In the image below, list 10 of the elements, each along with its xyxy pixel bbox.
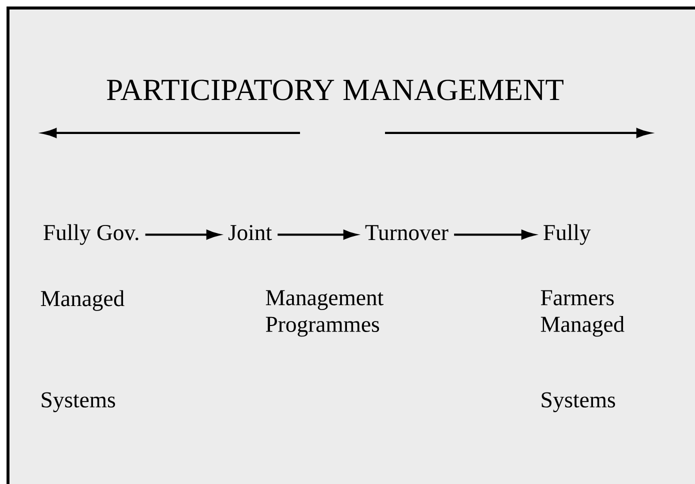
stage-label: Joint	[228, 224, 272, 240]
stage-label: Fully	[544, 224, 591, 245]
stage-description: Farmers Managed	[540, 290, 624, 337]
stage-description: Managed	[40, 290, 124, 311]
stage-description: Systems	[42, 392, 116, 412]
stage-description: Management Programmes	[266, 290, 384, 337]
stage-label: Turnover	[365, 225, 448, 240]
stage-description: Systems	[542, 392, 616, 412]
title: PARTICIPATORY MANAGEMENT	[106, 80, 564, 100]
stage-label: Fully Gov.	[44, 224, 138, 245]
